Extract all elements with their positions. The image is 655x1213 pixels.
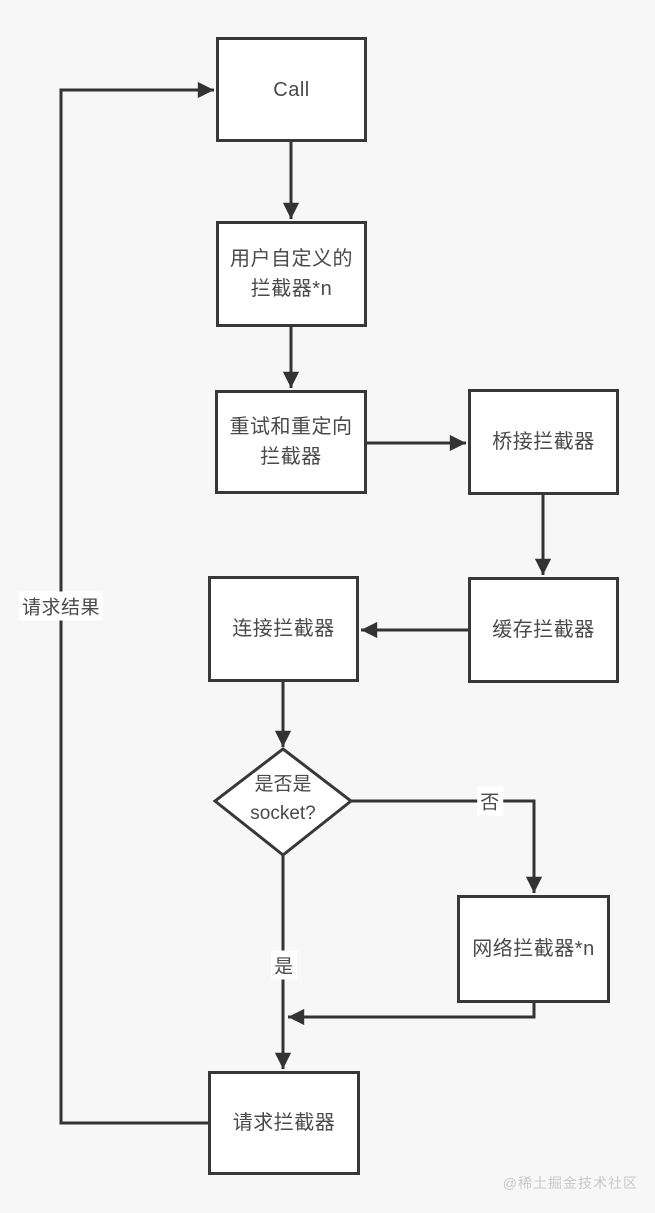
decision-diamond-shape <box>212 747 354 857</box>
watermark: @稀土掘金技术社区 <box>502 1175 638 1191</box>
node-call: Call <box>216 37 367 142</box>
edge-label-request-result: 请求结果 <box>18 591 104 621</box>
node-custom-interceptors: 用户自定义的 拦截器*n <box>216 221 367 327</box>
node-bridge-interceptor: 桥接拦截器 <box>468 389 619 495</box>
node-retry-redirect-interceptor: 重试和重定向 拦截器 <box>215 390 367 494</box>
node-network-interceptors: 网络拦截器*n <box>457 895 610 1003</box>
node-request-interceptor: 请求拦截器 <box>208 1071 360 1175</box>
edge-label-no: 否 <box>477 786 503 816</box>
edge-decision-no-to-network <box>351 799 543 893</box>
node-connect-interceptor: 连接拦截器 <box>208 576 359 682</box>
edge-label-yes: 是 <box>271 950 297 980</box>
edge-network-to-yes-line <box>288 1003 536 1026</box>
decision-socket-label: 是否是 socket? <box>250 774 316 825</box>
node-cache-interceptor: 缓存拦截器 <box>468 577 619 683</box>
